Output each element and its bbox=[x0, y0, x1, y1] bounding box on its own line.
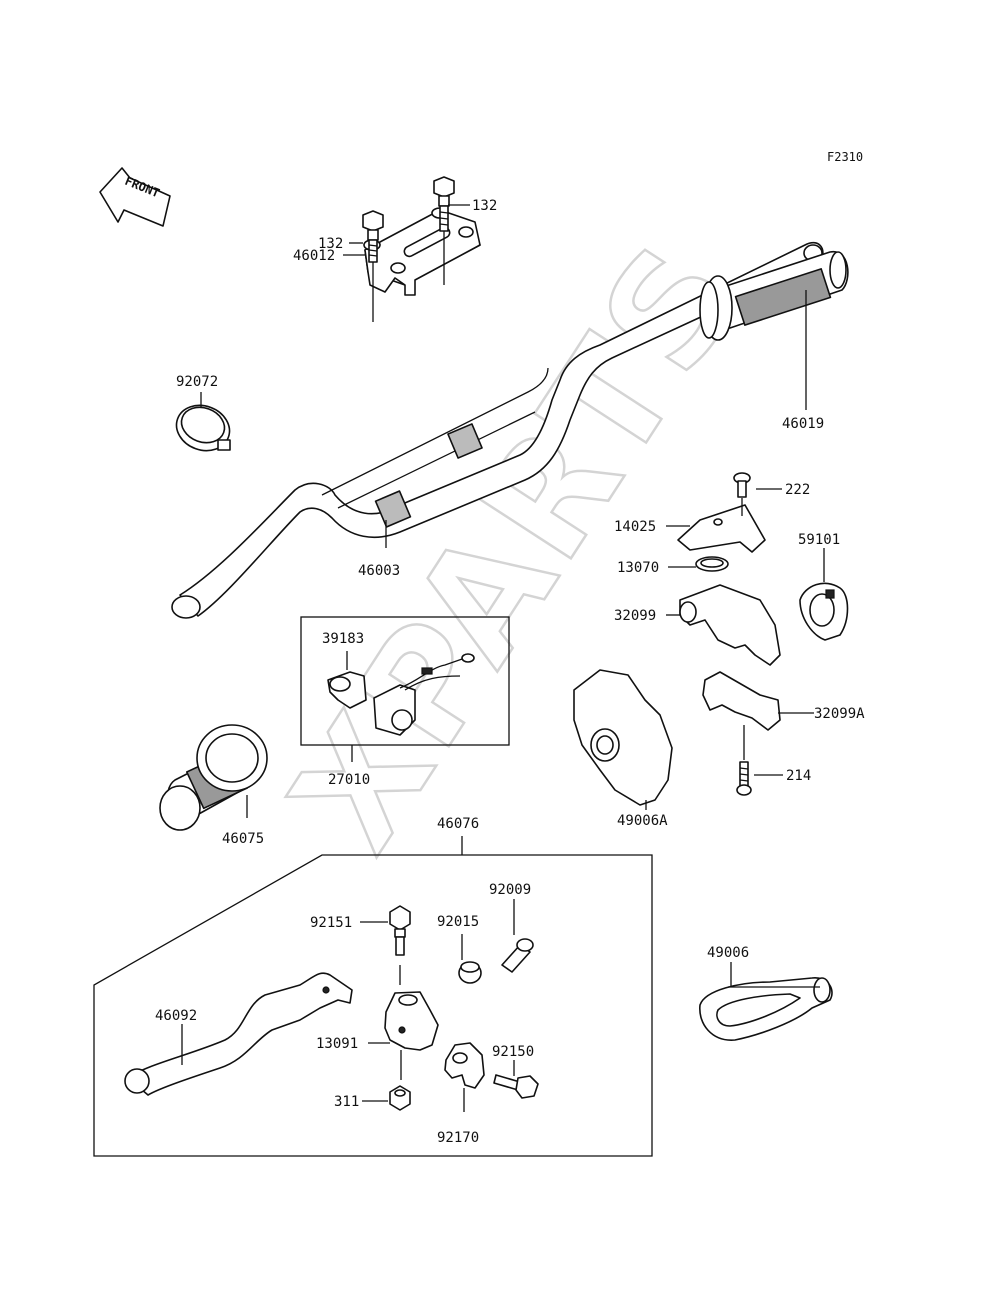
label-39183: 39183 bbox=[322, 631, 364, 647]
lever-46092: 46092 bbox=[124, 972, 353, 1096]
cover-49006: 49006 bbox=[699, 945, 833, 1041]
label-46092: 46092 bbox=[155, 1008, 197, 1024]
adjuster-92009: 92009 bbox=[489, 882, 534, 973]
switch-27010: 27010 bbox=[328, 653, 475, 788]
grip-46075: 46075 bbox=[159, 724, 268, 847]
screw-214: 214 bbox=[736, 761, 811, 796]
bolt-92151: 92151 bbox=[310, 905, 411, 985]
label-46019: 46019 bbox=[782, 416, 824, 432]
bolt-92150: 92150 bbox=[492, 1044, 539, 1099]
label-311: 311 bbox=[334, 1094, 359, 1110]
label-32099A: 32099A bbox=[814, 706, 865, 722]
plate-14025: 14025 bbox=[614, 498, 766, 553]
clamp-92170: 92170 bbox=[437, 1042, 485, 1146]
label-13070: 13070 bbox=[617, 560, 659, 576]
label-132-left: 132 bbox=[318, 236, 343, 252]
label-92150: 92150 bbox=[492, 1044, 534, 1060]
label-14025: 14025 bbox=[614, 519, 656, 535]
label-46012: 46012 bbox=[293, 248, 335, 264]
label-46003: 46003 bbox=[358, 563, 400, 579]
label-46076: 46076 bbox=[437, 816, 479, 832]
holder-13091: 13091 bbox=[316, 991, 439, 1080]
label-59101: 59101 bbox=[798, 532, 840, 548]
front-arrow-icon: FRONT bbox=[99, 167, 171, 227]
label-222: 222 bbox=[785, 482, 810, 498]
label-92072: 92072 bbox=[176, 374, 218, 390]
label-92151: 92151 bbox=[310, 915, 352, 931]
cover-49006A: 49006A bbox=[573, 669, 673, 829]
label-49006: 49006 bbox=[707, 945, 749, 961]
label-49006A: 49006A bbox=[617, 813, 668, 829]
clamp-39183: 39183 bbox=[322, 631, 367, 709]
case-32099: 32099 bbox=[614, 584, 781, 666]
lever-assy-frame bbox=[93, 854, 653, 1157]
screw-222: 222 bbox=[733, 472, 810, 498]
ring-13070: 13070 bbox=[617, 556, 729, 576]
label-46075: 46075 bbox=[222, 831, 264, 847]
label-92170: 92170 bbox=[437, 1130, 479, 1146]
bolt-132-left: 132 bbox=[318, 210, 384, 322]
label-32099: 32099 bbox=[614, 608, 656, 624]
label-13091: 13091 bbox=[316, 1036, 358, 1052]
switch-assy-frame bbox=[300, 616, 510, 746]
label-132-right: 132 bbox=[472, 198, 497, 214]
label-214: 214 bbox=[786, 768, 811, 784]
grip-46019: 46019 bbox=[699, 251, 849, 432]
nut-311: 311 bbox=[334, 1085, 411, 1111]
label-92009: 92009 bbox=[489, 882, 531, 898]
case-32099A: 32099A bbox=[702, 671, 865, 760]
bolt-132-right: 132 bbox=[433, 176, 497, 285]
handlebar-46003: 46003 bbox=[171, 241, 824, 619]
label-27010: 27010 bbox=[328, 772, 370, 788]
holder-46012: 46012 bbox=[293, 207, 481, 296]
nut-92015: 92015 bbox=[437, 914, 482, 984]
band-92072: 92072 bbox=[175, 374, 231, 452]
label-92015: 92015 bbox=[437, 914, 479, 930]
guide-59101: 59101 bbox=[798, 532, 849, 641]
diagram-code: F2310 bbox=[827, 150, 863, 164]
